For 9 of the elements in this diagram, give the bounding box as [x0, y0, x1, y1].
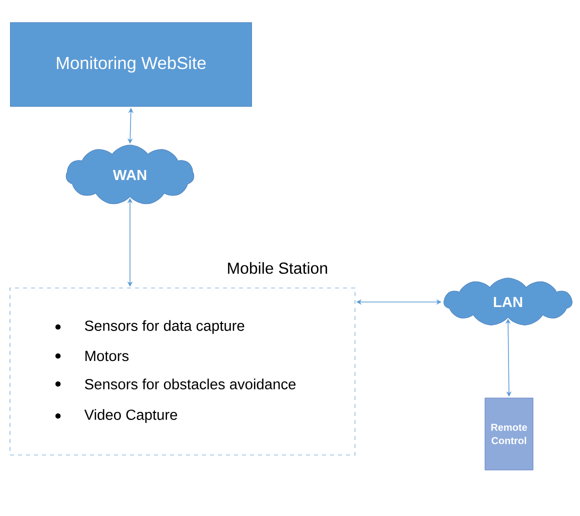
- bullet-item: Video Capture: [84, 409, 178, 423]
- bullet-item: Motors: [85, 350, 129, 362]
- website-box: Monitoring WebSite: [10, 22, 252, 107]
- network-cloud: WAN: [66, 144, 194, 204]
- bullet-item: Sensors for data capture: [84, 320, 244, 334]
- bullet-item: Sensors for obstacles avoidance: [84, 378, 296, 390]
- box-heading: Mobile Station: [228, 262, 328, 274]
- remote-control-box: Remote Control: [484, 398, 534, 470]
- network-cloud: LAN: [444, 278, 572, 326]
